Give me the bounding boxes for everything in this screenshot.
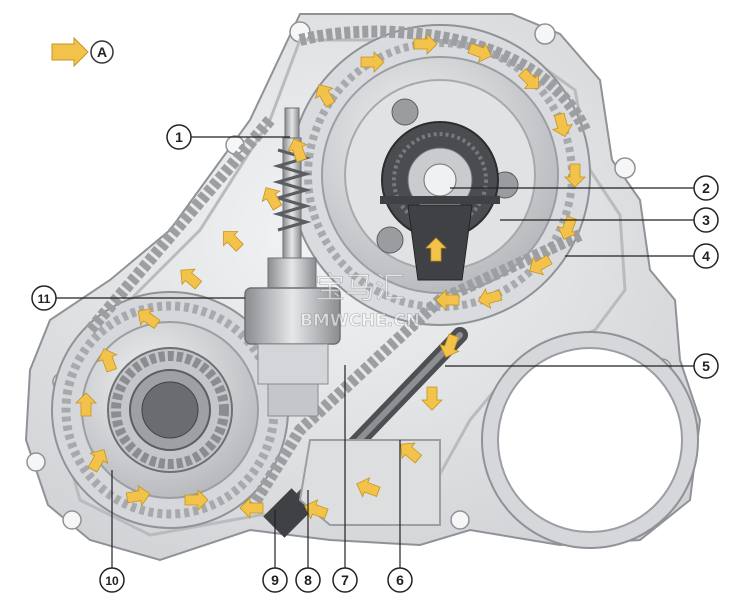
- callout-3: 3: [693, 207, 719, 233]
- bolt-lug: [62, 510, 82, 530]
- oil-flow-arrow-icon: [239, 497, 264, 519]
- watermark: 宝马汇 BMWCHE.CN: [300, 271, 421, 332]
- watermark-en: BMWCHE.CN: [300, 311, 420, 331]
- oil-flow-arrow-icon: [400, 442, 423, 464]
- bolt-lug: [450, 510, 470, 530]
- oil-flow-arrow-icon: [125, 484, 151, 507]
- oil-flow-arrow-icon: [564, 163, 586, 188]
- callout-label: 5: [702, 358, 710, 374]
- callout-label: 9: [271, 572, 279, 588]
- oil-flow-arrow-icon: [435, 289, 460, 311]
- lower-sprocket: [51, 291, 289, 529]
- callout-7: 7: [332, 567, 358, 593]
- spring: [272, 148, 312, 232]
- oil-flow-arrow-icon: [180, 268, 203, 290]
- callout-label: 10: [105, 574, 119, 588]
- oil-flow-arrow-icon: [184, 489, 209, 511]
- bolt-lug: [26, 452, 46, 472]
- oil-flow-arrow-icon: [413, 33, 438, 55]
- oil-flow-arrow-icon: [551, 112, 574, 138]
- oil-flow-arrow-icon: [477, 287, 503, 310]
- oil-flow-arrow-icon: [529, 254, 553, 276]
- leader-lines: [55, 136, 694, 568]
- callout-label: 4: [702, 248, 710, 264]
- oil-flow-arrow-icon: [314, 84, 336, 108]
- callout-9: 9: [262, 567, 288, 593]
- oil-flow-arrow-icon: [360, 51, 385, 73]
- watermark-cn: 宝马汇: [315, 271, 405, 306]
- oil-flow-arrow-icon: [287, 138, 308, 163]
- control-shaft: [244, 107, 341, 417]
- oil-flow-arrow-icon: [97, 348, 118, 373]
- oil-flow-arrow-icon: [137, 308, 161, 329]
- callout-2: 2: [693, 175, 719, 201]
- callout-5: 5: [693, 353, 719, 379]
- callout-label: 11: [38, 292, 51, 306]
- bolt-lug: [614, 157, 636, 179]
- callouts: 1 2 3 4 5 6 7 8 9 10 11: [31, 124, 719, 593]
- drive-chain: [85, 25, 591, 514]
- oil-flow-arrow-icon: [425, 237, 447, 262]
- oil-flow-arrow-icon: [518, 68, 539, 89]
- oil-flow-arrow-icon: [421, 386, 443, 411]
- oil-flow-arrow-icon: [356, 477, 381, 498]
- callout-6: 6: [387, 567, 413, 593]
- oil-flow-arrow-icon: [439, 333, 460, 358]
- oil-flow-arrow-icon: [75, 392, 97, 417]
- oil-flow-arrow-icon: [261, 187, 283, 211]
- oil-flow-arrow-icon: [304, 499, 329, 520]
- clutch-ball: [376, 226, 404, 254]
- legend-arrow-icon: [51, 36, 89, 68]
- callout-4: 4: [693, 243, 719, 269]
- callout-1: 1: [166, 124, 192, 150]
- oil-flow-arrow-icon: [557, 215, 578, 240]
- upper-sprocket: [289, 24, 591, 326]
- legend-label: A: [97, 44, 107, 60]
- callout-label: 1: [175, 129, 183, 145]
- callout-11: 11: [31, 285, 57, 311]
- oil-sump: [298, 439, 441, 526]
- oil-flow-arrow-icon: [223, 231, 244, 252]
- callout-label: 7: [341, 572, 349, 588]
- callout-label: 3: [702, 212, 710, 228]
- callout-8: 8: [295, 567, 321, 593]
- oil-flow-arrow-icon: [467, 42, 492, 63]
- callout-label: 6: [396, 572, 404, 588]
- oil-flow-arrow-icon: [87, 449, 109, 473]
- clutch-ball: [391, 98, 419, 126]
- legend: A: [51, 36, 114, 68]
- oil-flow-arrows: [75, 33, 586, 520]
- bolt-lug: [534, 23, 556, 45]
- callout-label: 2: [702, 180, 710, 196]
- callout-10: 10: [99, 567, 125, 593]
- output-flange-opening: [481, 331, 699, 549]
- callout-label: 8: [304, 572, 312, 588]
